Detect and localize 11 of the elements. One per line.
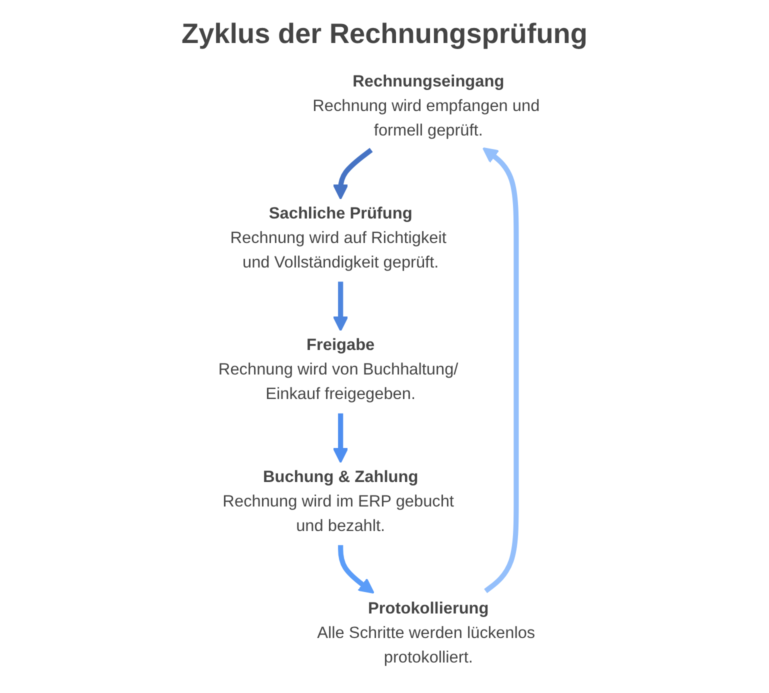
step-text: Buchung & Zahlung Rechnung wird im ERP gebucht und bezahlt. [222, 468, 454, 535]
cycle-arrow [338, 545, 374, 594]
step-text: Freigabe Rechnung wird von Buchhaltung/ Einkauf freigegeben. [218, 336, 458, 404]
cycle-arrow [332, 413, 348, 464]
diagram-title: Zyklus der Rechnungsprüfung [180, 17, 589, 51]
cycle-arrow [332, 148, 373, 200]
step-text: Protokollierung Alle Schritte werden lückenlos protokolliert. [317, 600, 536, 667]
step-text: Rechnungseingang Rechnung wird empfangen und formell geprüft. [312, 73, 540, 140]
cycle-arrow [332, 282, 348, 332]
step-text: Sachliche Prüfung Rechnung wird auf Richtigkeit und Vollständigkeit geprüft. [230, 205, 446, 272]
cycle-arrow [482, 147, 519, 594]
